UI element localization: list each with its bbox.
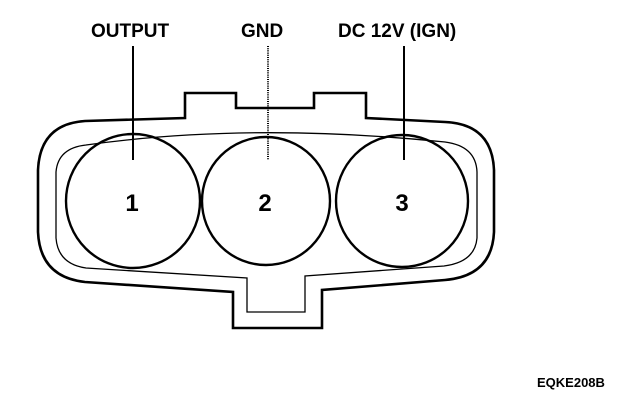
pin-1-number: 1 — [125, 190, 139, 217]
connector-housing-outline — [36, 91, 496, 330]
pin-3-number: 3 — [395, 190, 409, 217]
pin-2-circle — [200, 135, 332, 267]
pin-2-label: GND — [241, 21, 284, 42]
connector-inner-cavity — [55, 132, 478, 313]
pin-1-label: OUTPUT — [91, 21, 170, 42]
pin-3-circle — [334, 133, 470, 269]
pin-2-number: 2 — [258, 190, 272, 217]
figure-code: EQKE208B — [537, 375, 605, 390]
pin-3-label: DC 12V (IGN) — [338, 21, 457, 42]
